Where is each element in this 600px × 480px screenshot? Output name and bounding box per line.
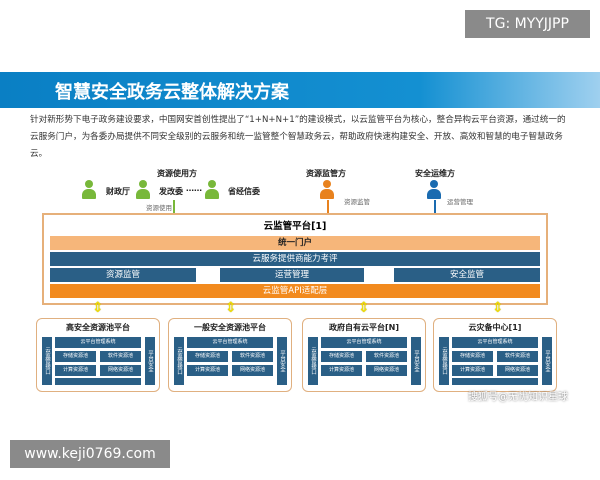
pool-cell: 网络资源池: [497, 365, 538, 376]
pool-cell: 计算资源池: [55, 365, 96, 376]
watermark-sohu: 搜狐号@无忧知识星球: [468, 392, 568, 403]
pool-cell: 软件资源池: [100, 351, 141, 362]
arrow-down-icon: [173, 200, 175, 213]
pool-cell: 软件资源池: [232, 351, 273, 362]
ops-action: 运营管理: [447, 198, 473, 206]
user-item: 财政厅: [106, 187, 130, 196]
pool-cell: 存储资源池: [452, 351, 493, 362]
module-operation: 运营管理: [220, 268, 364, 282]
pool-title: 政府自有云平台[N]: [328, 323, 399, 332]
page-title: 智慧安全政务云整体解决方案: [55, 82, 289, 103]
pool-mgmt: 云平台管理系统: [452, 337, 538, 348]
double-arrow-icon: ⇕: [92, 300, 104, 316]
pool-security: 平台安全: [542, 337, 552, 385]
pool-title: 云灾备中心[1]: [468, 323, 522, 332]
intro-text: 针对新形势下电子政务建设要求，中国网安首创性提出了“1+N+N+1”的建设模式，…: [30, 115, 566, 159]
pool-cell: 计算资源池: [452, 365, 493, 376]
resource-pool: 政府自有云平台[N] 云监管接口 云平台管理系统 存储资源池 软件资源池 计算资…: [302, 318, 426, 392]
person-icon: [82, 180, 96, 200]
module-resource: 资源监管: [50, 268, 196, 282]
pool-title: 高安全资源池平台: [66, 323, 130, 332]
pool-cell: 计算资源池: [321, 365, 362, 376]
pool-interface: 云监管接口: [42, 337, 52, 385]
person-icon: [136, 180, 150, 200]
double-arrow-icon: ⇕: [358, 300, 370, 316]
pool-security: 平台安全: [145, 337, 155, 385]
person-icon: [427, 180, 441, 200]
pool-mgmt: 云平台管理系统: [187, 337, 273, 348]
resource-pool: 一般安全资源池平台 云监管接口 云平台管理系统 存储资源池 软件资源池 计算资源…: [168, 318, 292, 392]
double-arrow-icon: ⇕: [492, 300, 504, 316]
pool-cell: 存储资源池: [187, 351, 228, 362]
eval-bar: 云服务提供商能力考评: [50, 252, 540, 266]
person-icon: [205, 180, 219, 200]
module-security: 安全监管: [394, 268, 540, 282]
ops-title: 安全运维方: [415, 169, 455, 178]
portal-bar: 统一门户: [50, 236, 540, 250]
pool-security: 平台安全: [277, 337, 287, 385]
pool-security: 平台安全: [411, 337, 421, 385]
double-arrow-icon: ⇕: [225, 300, 237, 316]
pool-mgmt: 云平台管理系统: [321, 337, 407, 348]
watermark-site: www.keji0769.com: [10, 440, 170, 468]
pool-title: 一般安全资源池平台: [194, 323, 266, 332]
users-title: 资源使用方: [157, 169, 197, 178]
pool-cell: 存储资源池: [55, 351, 96, 362]
pool-interface: 云监管接口: [174, 337, 184, 385]
watermark-tg: TG: MYYJJPP: [465, 10, 590, 38]
pool-cell: 网络资源池: [232, 365, 273, 376]
title-band: [0, 72, 600, 108]
pool-cell: 计算资源池: [187, 365, 228, 376]
supervisor-action: 资源监管: [344, 198, 370, 206]
resource-pool: 云灾备中心[1] 云监管接口 云平台管理系统 存储资源池 软件资源池 计算资源池…: [433, 318, 557, 392]
pool-cell: 网络资源池: [100, 365, 141, 376]
users-action: 资源使用: [146, 204, 172, 212]
api-bar: 云监管API适配层: [50, 284, 540, 298]
pool-interface: 云监管接口: [439, 337, 449, 385]
cloud-supervision-platform: 云监管平台[1] 统一门户 云服务提供商能力考评 资源监管 运营管理 安全监管 …: [42, 213, 548, 305]
user-item: 省经信委: [228, 187, 260, 196]
arrow-down-icon: [327, 200, 329, 213]
pool-interface: 云监管接口: [308, 337, 318, 385]
arrow-down-icon: [434, 200, 436, 213]
user-item: ……: [186, 184, 202, 193]
resource-pool: 高安全资源池平台 云监管接口 云平台管理系统 存储资源池 软件资源池 计算资源池…: [36, 318, 160, 392]
pool-mgmt: 云平台管理系统: [55, 337, 141, 348]
pool-cell: 网络资源池: [366, 365, 407, 376]
supervisor-title: 资源监管方: [306, 169, 346, 178]
platform-title: 云监管平台[1]: [263, 221, 327, 232]
pool-cell: 软件资源池: [497, 351, 538, 362]
pool-cell: 软件资源池: [366, 351, 407, 362]
pool-extra-layer: [452, 378, 538, 385]
person-icon: [320, 180, 334, 200]
user-item: 发改委: [159, 187, 183, 196]
pool-cell: 存储资源池: [321, 351, 362, 362]
pool-extra-layer: [55, 378, 141, 385]
